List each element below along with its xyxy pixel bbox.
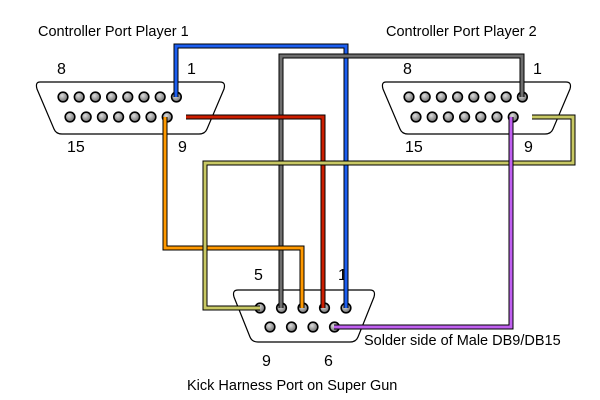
player1-port-title: Controller Port Player 1: [38, 24, 189, 40]
player1-pin-2: [154, 91, 166, 103]
player2-pins: [403, 91, 529, 123]
player2-pin-10: [491, 111, 503, 123]
player2-pin-6: [435, 91, 448, 103]
harness-pins: [254, 302, 352, 333]
player2-pin-15: [410, 111, 422, 123]
harness-pin1-label: 1: [338, 267, 347, 284]
player2-pin-14: [426, 111, 438, 123]
player1-pin-6: [89, 91, 101, 103]
player1-pin1-label: 1: [187, 61, 196, 78]
player1-db15-connector: [35, 81, 226, 135]
gray-wire: [279, 54, 524, 308]
olive-wire: [203, 115, 575, 310]
player1-pin9-label: 9: [178, 139, 187, 156]
player1-pin-4: [122, 91, 134, 103]
wires: [162, 43, 576, 330]
harness-port-title: Kick Harness Port on Super Gun: [187, 378, 397, 394]
player2-pin15-label: 15: [405, 139, 423, 156]
player1-pin-7: [73, 91, 85, 103]
player1-pin-13: [96, 111, 108, 123]
player2-pin-4: [468, 91, 480, 103]
player1-pin8-label: 8: [57, 61, 66, 78]
harness-pin9-label: 9: [262, 353, 271, 370]
player2-pin-2: [500, 91, 512, 103]
player2-pin8-label: 8: [403, 61, 412, 78]
player1-pin-15: [64, 111, 76, 123]
player2-connector-shell: [381, 81, 572, 135]
harness-pin-8: [285, 321, 298, 333]
player2-pin-5: [452, 91, 464, 103]
player2-pin-8: [403, 91, 415, 103]
player1-pin-3: [138, 91, 150, 103]
harness-pin6-label: 6: [324, 353, 333, 370]
harness-pin-9: [264, 321, 276, 333]
player2-pin-12: [459, 111, 471, 123]
harness-pin5-label: 5: [254, 267, 263, 284]
player1-pin-8: [57, 91, 69, 103]
solder-side-note: Solder side of Male DB9/DB15: [364, 333, 561, 349]
player2-pin-11: [475, 111, 487, 123]
blue-wire: [174, 44, 348, 308]
player2-pin-3: [484, 91, 496, 103]
player1-connector-shell: [35, 81, 226, 135]
red-wire: [186, 115, 325, 308]
player1-pin-14: [80, 111, 92, 123]
player2-db15-connector: [381, 81, 572, 135]
player2-pin-13: [442, 111, 455, 123]
player1-pin-10: [145, 111, 157, 123]
purple-wire: [334, 117, 513, 329]
player2-port-title: Controller Port Player 2: [386, 24, 537, 40]
player1-pins: [57, 91, 182, 123]
player1-pin-11: [129, 111, 141, 123]
player1-pin-12: [112, 111, 125, 123]
player2-pin9-label: 9: [524, 139, 533, 156]
player1-pin15-label: 15: [67, 139, 85, 156]
harness-pin-7: [307, 321, 319, 333]
player2-pin1-label: 1: [533, 61, 542, 78]
orange-wire: [163, 117, 304, 308]
player1-pin-5: [105, 91, 118, 103]
player2-pin-7: [419, 91, 431, 103]
